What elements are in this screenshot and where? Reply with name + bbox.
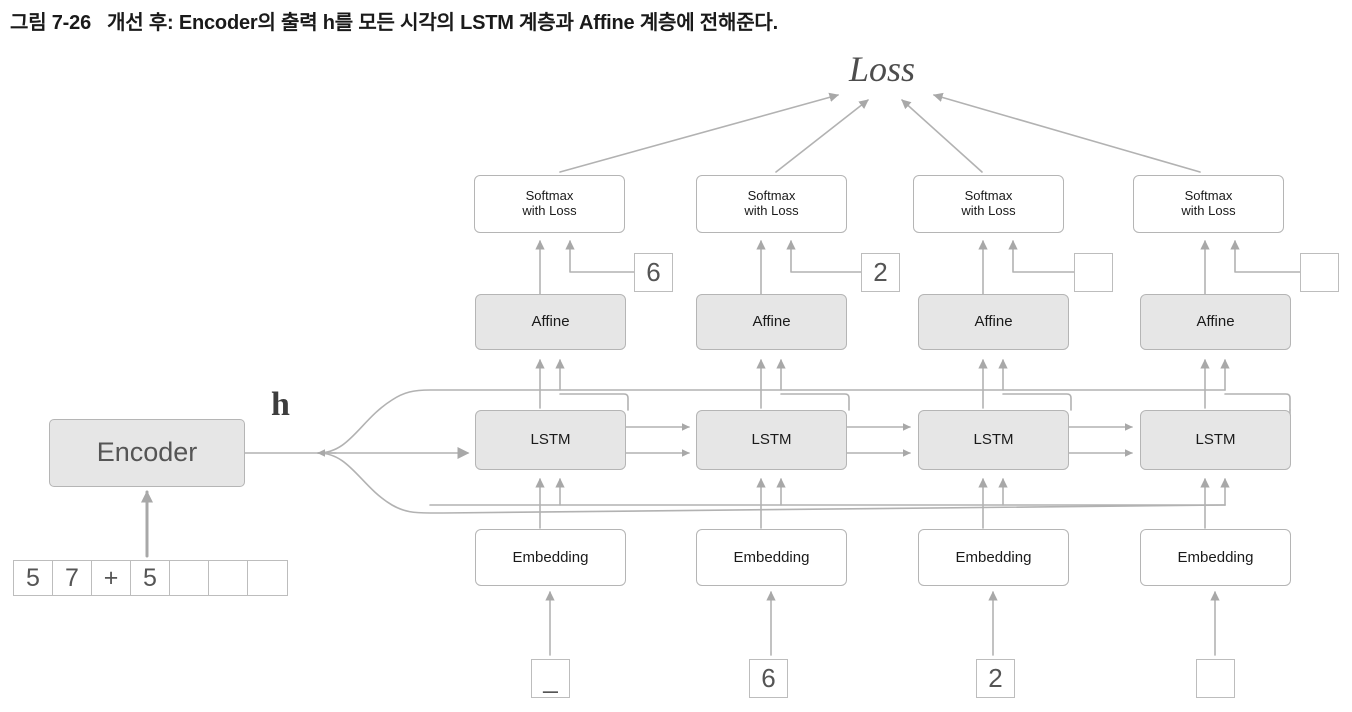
decoder-input-box-4[interactable] [1196, 659, 1235, 698]
figure-caption: 그림 7-26 개선 후: Encoder의 출력 h를 모든 시각의 LSTM… [10, 6, 778, 35]
softmax-line-2: with Loss [961, 203, 1016, 218]
decoder-input-box-2[interactable]: 6 [749, 659, 788, 698]
embedding-layer-2[interactable]: Embedding [696, 529, 847, 586]
embedding-layer-4[interactable]: Embedding [1140, 529, 1291, 586]
affine-layer-4[interactable]: Affine [1140, 294, 1291, 350]
loss-label: Loss [849, 49, 916, 89]
input-seq-cell-0[interactable]: 5 [13, 560, 53, 596]
input-seq-cell-2[interactable]: + [91, 560, 131, 596]
softmax-line-1: Softmax [747, 188, 796, 204]
softmax-line-2: with Loss [522, 203, 577, 218]
softmax-line-2: with Loss [744, 203, 799, 218]
input-seq-cell-3[interactable]: 5 [130, 560, 170, 596]
softmax-line-1: Softmax [964, 188, 1013, 204]
input-seq-cell-6[interactable] [247, 560, 288, 596]
input-seq-cell-1[interactable]: 7 [52, 560, 92, 596]
softmax-line-1: Softmax [1184, 188, 1233, 204]
figure-caption-text: 개선 후: Encoder의 출력 h를 모든 시각의 LSTM 계층과 Aff… [107, 12, 778, 34]
input-seq-cell-5[interactable] [208, 560, 248, 596]
embedding-layer-3[interactable]: Embedding [918, 529, 1069, 586]
softmax-line-1: Softmax [525, 188, 574, 204]
lstm-layer-2[interactable]: LSTM [696, 410, 847, 470]
teacher-label-box-4[interactable] [1300, 253, 1339, 292]
teacher-label-box-3[interactable] [1074, 253, 1113, 292]
h-vector-label: h [271, 386, 290, 423]
lstm-layer-1[interactable]: LSTM [475, 410, 626, 470]
affine-layer-1[interactable]: Affine [475, 294, 626, 350]
input-seq-cell-4[interactable] [169, 560, 209, 596]
embedding-layer-1[interactable]: Embedding [475, 529, 626, 586]
lstm-layer-4[interactable]: LSTM [1140, 410, 1291, 470]
decoder-input-box-3[interactable]: 2 [976, 659, 1015, 698]
affine-layer-2[interactable]: Affine [696, 294, 847, 350]
figure-number: 그림 7-26 [10, 12, 91, 34]
teacher-label-box-1[interactable]: 6 [634, 253, 673, 292]
affine-layer-3[interactable]: Affine [918, 294, 1069, 350]
lstm-layer-3[interactable]: LSTM [918, 410, 1069, 470]
decoder-input-box-1[interactable]: _ [531, 659, 570, 698]
encoder-block[interactable]: Encoder [49, 419, 245, 487]
softmax-line-2: with Loss [1181, 203, 1236, 218]
teacher-label-box-2[interactable]: 2 [861, 253, 900, 292]
